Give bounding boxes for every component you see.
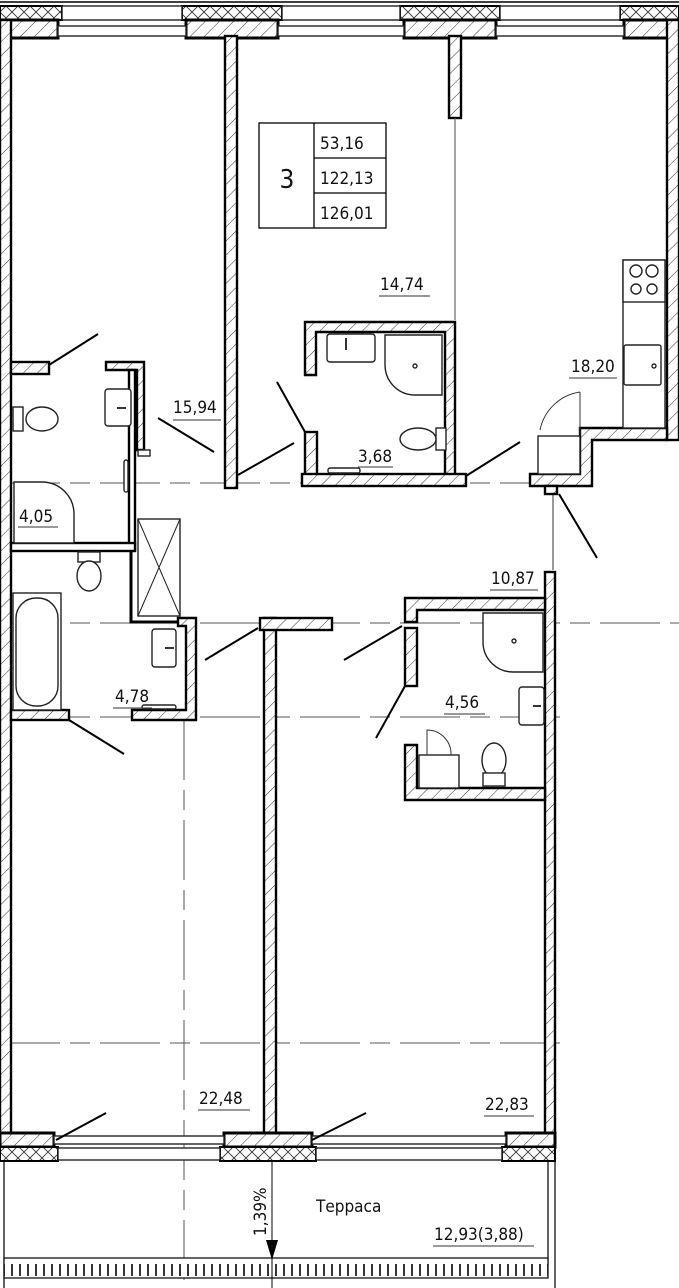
stove-icon [622,259,666,303]
window-sill [311,1135,507,1145]
sink-icon [623,344,662,386]
window [499,5,621,21]
window-sill [53,1135,225,1145]
total-area-with-terrace-value: 126,01 [320,204,374,224]
fixtures [12,259,666,789]
terrace [3,1161,556,1288]
window-sill [57,25,187,37]
towel-rail [327,467,361,474]
room-labels: 15,94 14,74 18,20 3,68 4,05 4,78 10,87 4… [18,275,617,1247]
terrace-slope-label: 1,39% [251,1187,271,1236]
door-swing-icon [465,441,521,477]
door-swing-icon [539,391,581,431]
living-area-value: 53,16 [320,134,364,154]
room-area-label: 18,20 [571,357,615,377]
sink-icon [518,686,545,726]
top-facade-wall [0,1,679,40]
door-swing-icon [157,417,215,453]
window-sill [277,25,405,37]
door-swings [48,333,598,1141]
apartment-info-card: 3 53,16 122,13 126,01 [258,122,387,229]
room-area-label: 22,83 [485,1095,529,1115]
door-swing-icon [311,1112,367,1141]
door-handle [123,459,129,493]
sink-icon [151,628,177,668]
room-area-label: 4,56 [445,693,479,713]
window [281,5,401,21]
terrace-label: Терраса [315,1197,381,1217]
window [57,1147,221,1161]
room-area-label: 15,94 [173,398,217,418]
door-swing-icon [558,493,598,559]
drainage-grate [3,1257,549,1279]
bathtub-icon [12,592,62,711]
window [61,5,183,21]
rooms-count: 3 [280,165,295,195]
sink-icon [326,333,376,363]
room-area-label: 14,74 [380,275,424,295]
shower-icon [13,481,75,544]
axis-lines [0,482,679,1288]
slope-arrow-icon [266,1240,278,1260]
toilet-icon [12,406,59,432]
window [315,1147,503,1161]
toilet-icon [76,551,102,592]
terrace-area-label: 12,93(3,88) [434,1225,524,1245]
shower-icon [482,612,544,673]
door-swing-icon [375,685,406,739]
bottom-facade-wall [0,1131,557,1162]
toilet-icon [481,742,507,787]
door-swing-icon [204,627,259,661]
washing-machine-icon [418,729,460,789]
sink-icon [104,388,132,427]
total-area-value: 122,13 [320,169,374,189]
door-swing-icon [237,442,295,476]
door-swing-icon [48,333,99,366]
window-sill [495,25,625,37]
shower-icon [384,334,443,396]
room-area-label: 4,05 [19,507,53,527]
room-area-label: 22,48 [199,1089,243,1109]
door-swing-icon [55,1112,107,1141]
room-area-label: 10,87 [491,569,535,589]
room-area-label: 3,68 [358,447,392,467]
room-area-label: 4,78 [115,687,149,707]
door-swing-icon [343,625,403,661]
door-swing-icon [68,719,125,755]
door-swing-icon [276,381,306,433]
interior-walls [9,34,669,1140]
toilet-icon [399,427,447,451]
